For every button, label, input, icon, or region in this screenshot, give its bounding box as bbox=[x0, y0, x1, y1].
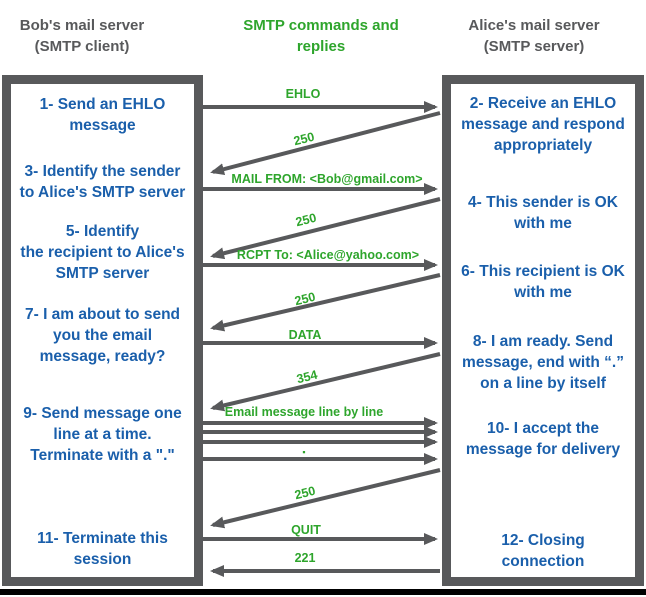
client-step-7: 7- I am about to send you the email mess… bbox=[24, 306, 180, 365]
client-step-5: 5- Identify the recipient to Alice's SMT… bbox=[20, 223, 185, 282]
label-221: 221 bbox=[294, 551, 316, 565]
arrow-reply-354 bbox=[210, 352, 441, 412]
client-box: 1- Send an EHLO message 3- Identify the … bbox=[2, 75, 203, 586]
label-data: DATA bbox=[288, 328, 322, 342]
label-email-message: Email message line by line bbox=[224, 405, 384, 419]
bottom-border-bar bbox=[0, 589, 646, 595]
server-step-8: 8- I am ready. Send message, end with “.… bbox=[462, 333, 624, 392]
arrow-reply-250-1 bbox=[210, 111, 441, 176]
arrow-reply-250-2 bbox=[210, 197, 441, 260]
server-step-12: 12- Closing connection bbox=[501, 532, 585, 570]
commands-column-header: SMTP commands and replies bbox=[243, 17, 399, 55]
label-ehlo: EHLO bbox=[285, 87, 321, 101]
server-step-10: 10- I accept the message for delivery bbox=[465, 420, 621, 458]
label-mail-from: MAIL FROM: <Bob@gmail.com> bbox=[231, 172, 423, 186]
client-step-1: 1- Send an EHLO message bbox=[39, 96, 166, 134]
server-column-header: Alice's mail server (SMTP server) bbox=[468, 17, 600, 55]
arrow-reply-250-4 bbox=[210, 468, 441, 529]
server-step-4: 4- This sender is OK with me bbox=[468, 194, 618, 232]
server-box: 2- Receive an EHLO message and respond a… bbox=[442, 75, 644, 586]
arrow-reply-250-3 bbox=[210, 273, 441, 332]
client-step-3: 3- Identify the sender to Alice's SMTP s… bbox=[19, 163, 186, 201]
terminating-dot-icon: ▪ bbox=[302, 447, 306, 457]
server-step-6: 6- This recipient is OK with me bbox=[461, 263, 625, 301]
server-step-2: 2- Receive an EHLO message and respond a… bbox=[461, 95, 625, 154]
label-rcpt-to: RCPT To: <Alice@yahoo.com> bbox=[236, 248, 420, 262]
client-column-header: Bob's mail server (SMTP client) bbox=[19, 17, 145, 55]
label-quit: QUIT bbox=[291, 523, 321, 537]
client-step-9: 9- Send message one line at a time. Term… bbox=[23, 405, 182, 464]
client-step-11: 11- Terminate this session bbox=[37, 530, 168, 568]
